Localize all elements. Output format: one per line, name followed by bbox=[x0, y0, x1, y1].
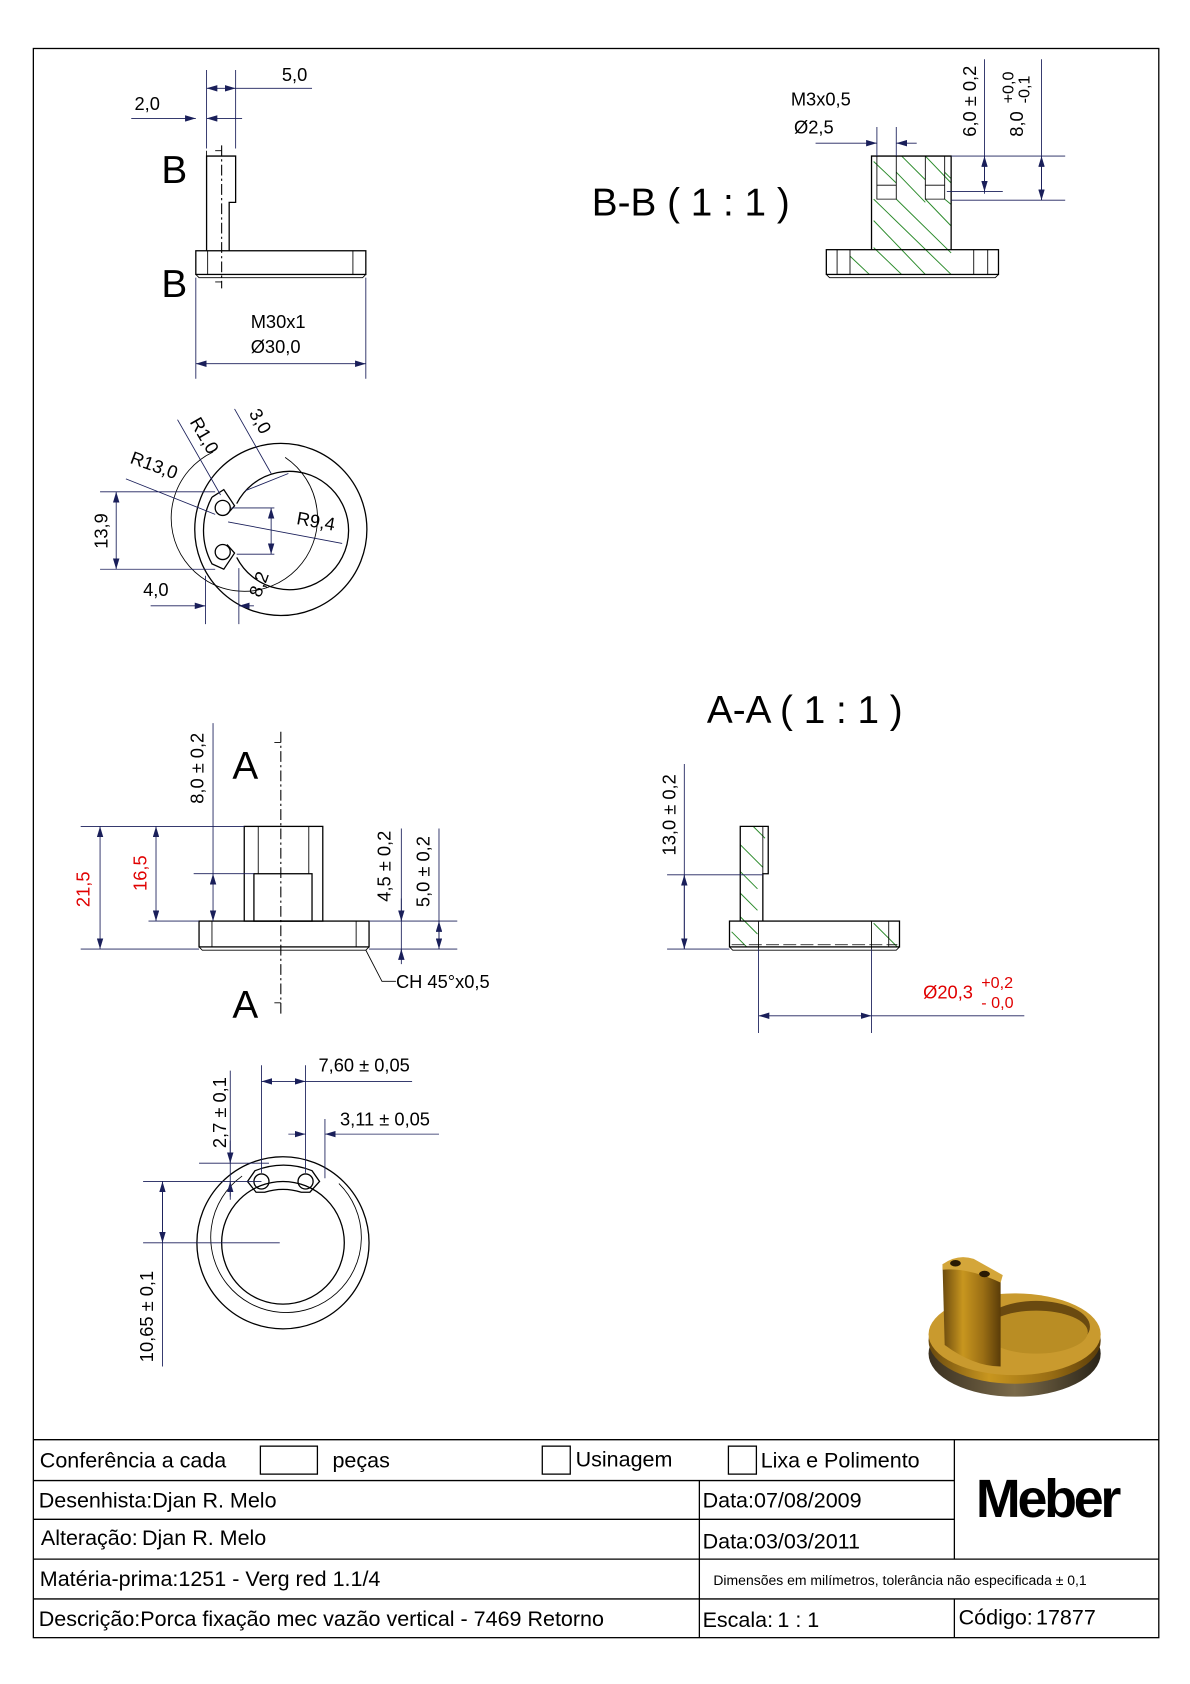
svg-text:Data:07/08/2009: Data:07/08/2009 bbox=[703, 1488, 862, 1512]
section-aa: A-A ( 1 : 1 ) 13,0 ± 0,2 Ø20,3 +0,2 - 0,… bbox=[659, 689, 1025, 1033]
svg-text:Matéria-prima:1251 - Verg red: Matéria-prima:1251 - Verg red 1.1/4 bbox=[40, 1567, 381, 1591]
dim-3: 3,0 bbox=[245, 405, 276, 438]
date1-value: 07/08/2009 bbox=[754, 1488, 862, 1512]
dim-r13: R13,0 bbox=[128, 447, 181, 483]
section-label-b-bottom: B bbox=[161, 263, 187, 306]
drill-label: Ø2,5 bbox=[794, 116, 834, 137]
section-aa-title: A-A ( 1 : 1 ) bbox=[707, 689, 903, 732]
section-label-a-top: A bbox=[232, 745, 258, 788]
description-label: Descrição: bbox=[39, 1607, 141, 1631]
tolerance-note: Dimensões em milímetros, tolerância não … bbox=[713, 1572, 1087, 1588]
svg-text:Data:03/03/2011: Data:03/03/2011 bbox=[703, 1529, 860, 1553]
dim-width: 5,0 bbox=[282, 64, 307, 85]
company-logo: Meber bbox=[976, 1469, 1122, 1529]
top-view: R1,0 3,0 R13,0 R9,4 13,9 4,0 8,2 bbox=[91, 405, 368, 625]
section-bb: B-B ( 1 : 1 ) M3x0,5 Ø2,5 6,0 ± 0,2 8,0 … bbox=[592, 59, 1066, 279]
section-bb-title: B-B ( 1 : 1 ) bbox=[592, 181, 790, 224]
code-value: 17877 bbox=[1036, 1606, 1096, 1630]
dim-flange-a: 4,5 ± 0,2 bbox=[374, 831, 395, 902]
polishing-checkbox[interactable] bbox=[727, 1445, 758, 1475]
dim-flange-b: 5,0 ± 0,2 bbox=[412, 836, 433, 907]
side-view: B B 5,0 2,0 M30x1 Ø30,0 bbox=[131, 64, 367, 379]
material-label: Matéria-prima: bbox=[40, 1567, 179, 1591]
thread-label: M30x1 bbox=[251, 311, 306, 332]
machining-checkbox[interactable] bbox=[541, 1445, 571, 1475]
svg-text:Escala:1 : 1: Escala:1 : 1 bbox=[703, 1608, 820, 1632]
dim-step-height: 8,0 ± 0,2 bbox=[186, 733, 207, 804]
dim-hole-offset: 2,7 ± 0,1 bbox=[209, 1077, 230, 1148]
dim-r9: R9,4 bbox=[295, 507, 337, 534]
date2-value: 03/03/2011 bbox=[754, 1529, 860, 1553]
bore-tol-plus: +0,2 bbox=[981, 974, 1013, 992]
diameter-label: Ø30,0 bbox=[251, 336, 301, 357]
machining-label: Usinagem bbox=[576, 1448, 673, 1472]
dim-stem-height: 16,5 bbox=[129, 855, 150, 891]
dim-offset: 2,0 bbox=[134, 93, 159, 114]
dim-4: 4,0 bbox=[143, 579, 168, 600]
dim-thread-depth: 6,0 ± 0,2 bbox=[959, 66, 980, 137]
date1-label: Data: bbox=[703, 1488, 754, 1512]
dim-center-offset: 10,65 ± 0,1 bbox=[136, 1271, 157, 1362]
front-view: A A 21,5 16,5 8,0 ± 0,2 4,5 ± 0,2 5,0 ± … bbox=[72, 723, 490, 1027]
svg-text:Código:17877: Código:17877 bbox=[959, 1606, 1096, 1630]
svg-text:Alteração:Djan R. Melo: Alteração:Djan R. Melo bbox=[41, 1526, 266, 1550]
date2-label: Data: bbox=[703, 1529, 754, 1553]
section-label-b-top: B bbox=[161, 149, 187, 192]
part-3d-render bbox=[928, 1257, 1101, 1397]
dim-13-9: 13,9 bbox=[91, 513, 112, 549]
description-value: Porca fixação mec vazão vertical - 7469 … bbox=[140, 1607, 604, 1631]
revision-name: Djan R. Melo bbox=[142, 1526, 266, 1550]
dim-drill-depth: 8,0 bbox=[1006, 111, 1027, 136]
dim-hole-spacing: 7,60 ± 0,05 bbox=[318, 1055, 409, 1076]
polishing-label: Lixa e Polimento bbox=[761, 1449, 920, 1473]
dim-r1: R1,0 bbox=[186, 413, 223, 457]
drafter-label: Desenhista: bbox=[39, 1488, 153, 1512]
dim-hole-edge: 3,11 ± 0,05 bbox=[340, 1109, 430, 1130]
check-unit: peças bbox=[332, 1449, 389, 1473]
sheet-border bbox=[32, 47, 1160, 1639]
chamfer-label: CH 45°x0,5 bbox=[396, 971, 490, 992]
svg-text:Desenhista:Djan R. Melo: Desenhista:Djan R. Melo bbox=[39, 1488, 277, 1512]
check-label: Conferência a cada bbox=[40, 1449, 226, 1473]
check-quantity-field[interactable] bbox=[259, 1445, 319, 1475]
scale-label: Escala: bbox=[703, 1608, 774, 1632]
bottom-view: 7,60 ± 0,05 3,11 ± 0,05 2,7 ± 0,1 10,65 … bbox=[136, 1055, 439, 1367]
thread-label: M3x0,5 bbox=[791, 89, 851, 110]
material-value: 1251 - Verg red 1.1/4 bbox=[178, 1567, 380, 1591]
title-block: Conferência a cada peças Usinagem Lixa e… bbox=[33, 1439, 1159, 1638]
code-label: Código: bbox=[959, 1606, 1033, 1630]
tol-plus: +0,0 bbox=[1000, 71, 1018, 103]
dim-total-height: 21,5 bbox=[72, 872, 93, 908]
tol-minus: -0,1 bbox=[1016, 76, 1034, 104]
dim-bore: Ø20,3 bbox=[923, 982, 973, 1003]
dim-aa-height: 13,0 ± 0,2 bbox=[659, 774, 680, 855]
drafter-name: Djan R. Melo bbox=[152, 1488, 276, 1512]
scale-value: 1 : 1 bbox=[777, 1608, 819, 1632]
bore-tol-minus: - 0,0 bbox=[981, 994, 1013, 1012]
svg-text:Descrição:Porca fixação mec va: Descrição:Porca fixação mec vazão vertic… bbox=[39, 1607, 604, 1631]
revision-label: Alteração: bbox=[41, 1526, 138, 1550]
section-label-a-bottom: A bbox=[232, 984, 258, 1027]
